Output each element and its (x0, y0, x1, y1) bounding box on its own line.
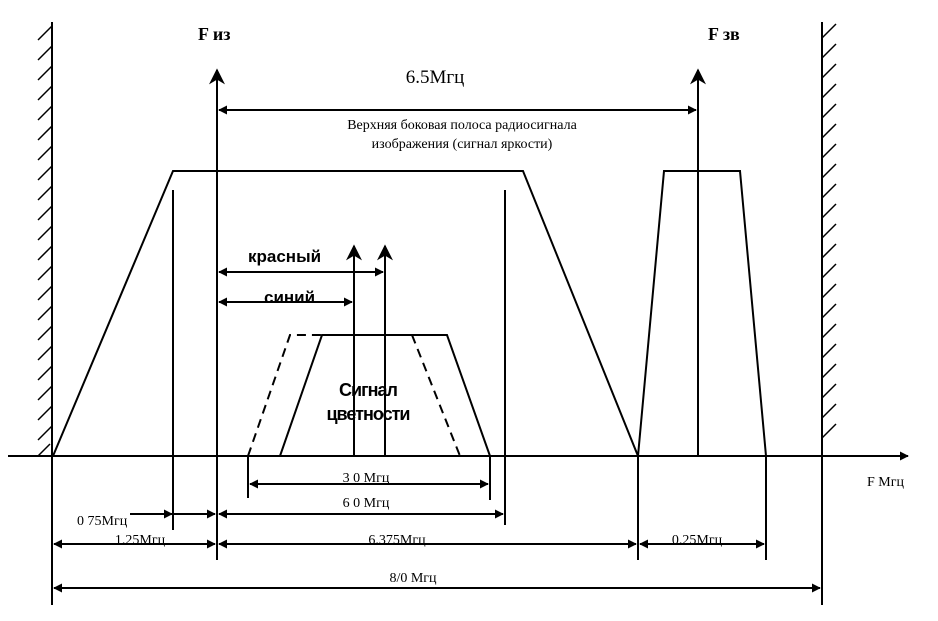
sound-band (637, 170, 767, 457)
dim-3-0-label: 3 0 Мгц (343, 471, 390, 486)
chroma-label-2: цветности (326, 404, 409, 424)
freq-axis-label: F Мгц (867, 475, 904, 490)
chroma-band-dashed-right (411, 334, 461, 457)
left-wall-hatching (37, 25, 53, 457)
f-sound-label: F зв (708, 24, 740, 44)
upper-sideband-label-2: изображения (сигнал яркости) (372, 137, 553, 152)
f-image-label: F из (198, 24, 230, 44)
luminance-band (52, 170, 639, 457)
blue-label: синий (264, 288, 315, 307)
upper-sideband-label-1: Верхняя боковая полоса радиосигнала (347, 118, 577, 133)
right-wall-hatching (821, 23, 837, 439)
dim-0-75-label: 0 75Мгц (77, 514, 128, 529)
dim-6-0-label: 6 0 Мгц (343, 496, 390, 511)
dim-6-375-label: 6.375Мгц (368, 533, 426, 548)
dim-0-25-label: 0.25Мгц (672, 533, 723, 548)
carrier-spacing-label: 6.5Мгц (406, 67, 465, 88)
red-label: красный (248, 247, 321, 266)
chroma-label-1: Сигнал (339, 380, 397, 400)
chroma-band-dashed-left (247, 334, 322, 457)
dim-1-25-label: 1.25Мгц (115, 533, 166, 548)
dim-8-0-label: 8/0 Мгц (389, 571, 437, 586)
